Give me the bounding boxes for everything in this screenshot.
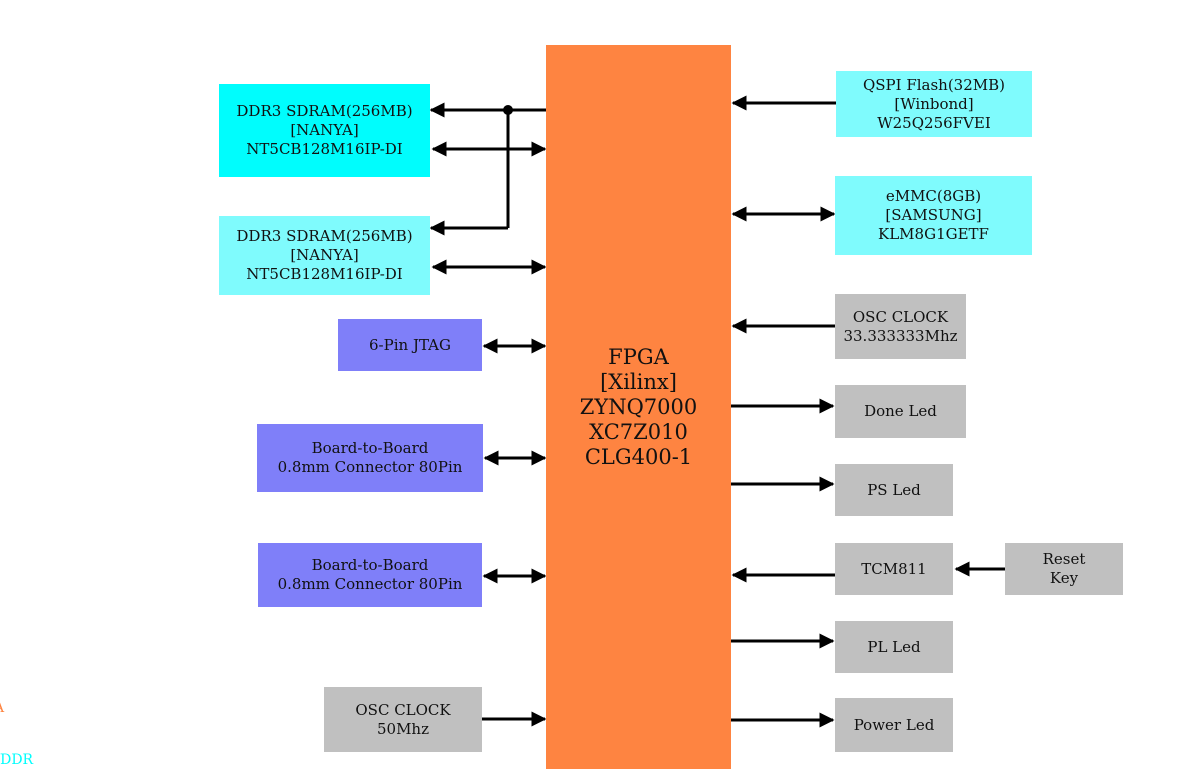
ps-led-block: PS Led — [835, 464, 953, 516]
fpga-line-5: CLG400-1 — [584, 444, 693, 469]
emmc-block: eMMC(8GB) [SAMSUNG] KLM8G1GETF — [835, 176, 1032, 255]
emmc-line-3: KLM8G1GETF — [878, 225, 989, 243]
legend-item-2: VDDR — [0, 752, 34, 768]
osc-33-line-1: OSC CLOCK — [852, 307, 949, 326]
ddr3-bottom-line-2: [NANYA] — [290, 246, 359, 264]
fpga-line-4: XC7Z010 — [589, 419, 688, 444]
osc-50-line-1: OSC CLOCK — [355, 700, 451, 719]
jtag-label: 6-Pin JTAG — [369, 335, 451, 354]
b2b-connector-2-block: Board-to-Board 0.8mm Connector 80Pin — [258, 543, 482, 607]
fpga-line-2: [Xilinx] — [600, 369, 677, 394]
osc-50mhz-block: OSC CLOCK 50Mhz — [324, 687, 482, 752]
jtag-block: 6-Pin JTAG — [338, 319, 482, 371]
reset-key-line-2: Key — [1049, 569, 1079, 587]
qspi-line-1: QSPI Flash(32MB) — [862, 75, 1006, 94]
osc-50-line-2: 50Mhz — [376, 719, 429, 738]
ddr3-top-line-2: [NANYA] — [290, 121, 359, 139]
ddr3-bottom-line-3: NT5CB128M16IP-DI — [246, 265, 403, 283]
tcm811-block: TCM811 — [835, 543, 953, 595]
fpga-line-1: FPGA — [608, 344, 669, 369]
b2b-2-line-1: Board-to-Board — [311, 556, 429, 574]
fpga-block: FPGA [Xilinx] ZYNQ7000 XC7Z010 CLG400-1 — [546, 45, 731, 769]
ddr3-bottom-block: DDR3 SDRAM(256MB) [NANYA] NT5CB128M16IP-… — [219, 216, 430, 295]
b2b-connector-1-block: Board-to-Board 0.8mm Connector 80Pin — [257, 424, 483, 492]
done-led-block: Done Led — [835, 385, 966, 438]
b2b-1-line-1: Board-to-Board — [311, 439, 429, 457]
fpga-line-3: ZYNQ7000 — [579, 394, 698, 419]
reset-key-line-1: Reset — [1042, 550, 1086, 568]
ddr3-bottom-line-1: DDR3 SDRAM(256MB) — [236, 227, 413, 245]
emmc-line-2: [SAMSUNG] — [885, 206, 982, 224]
pl-led-label: PL Led — [867, 637, 921, 656]
qspi-flash-block: QSPI Flash(32MB) [Winbond] W25Q256FVEI — [836, 71, 1032, 137]
qspi-line-2: [Winbond] — [894, 94, 974, 113]
qspi-line-3: W25Q256FVEI — [877, 113, 991, 132]
ddr3-top-line-3: NT5CB128M16IP-DI — [246, 140, 403, 158]
legend-item-1: A — [0, 700, 4, 716]
reset-key-block: Reset Key — [1005, 543, 1123, 595]
b2b-1-line-2: 0.8mm Connector 80Pin — [277, 458, 463, 476]
ps-led-label: PS Led — [867, 480, 921, 499]
bus-junction-dot — [503, 105, 513, 115]
power-led-block: Power Led — [835, 698, 953, 752]
emmc-line-1: eMMC(8GB) — [885, 187, 982, 205]
done-led-label: Done Led — [864, 402, 937, 420]
osc-33mhz-block: OSC CLOCK 33.333333Mhz — [835, 294, 966, 359]
b2b-2-line-2: 0.8mm Connector 80Pin — [277, 575, 463, 593]
tcm811-label: TCM811 — [861, 559, 927, 578]
pl-led-block: PL Led — [835, 621, 953, 673]
ddr3-top-block: DDR3 SDRAM(256MB) [NANYA] NT5CB128M16IP-… — [219, 84, 430, 177]
power-led-label: Power Led — [853, 715, 935, 734]
ddr3-top-line-1: DDR3 SDRAM(256MB) — [236, 102, 413, 120]
osc-33-line-2: 33.333333Mhz — [843, 326, 958, 345]
